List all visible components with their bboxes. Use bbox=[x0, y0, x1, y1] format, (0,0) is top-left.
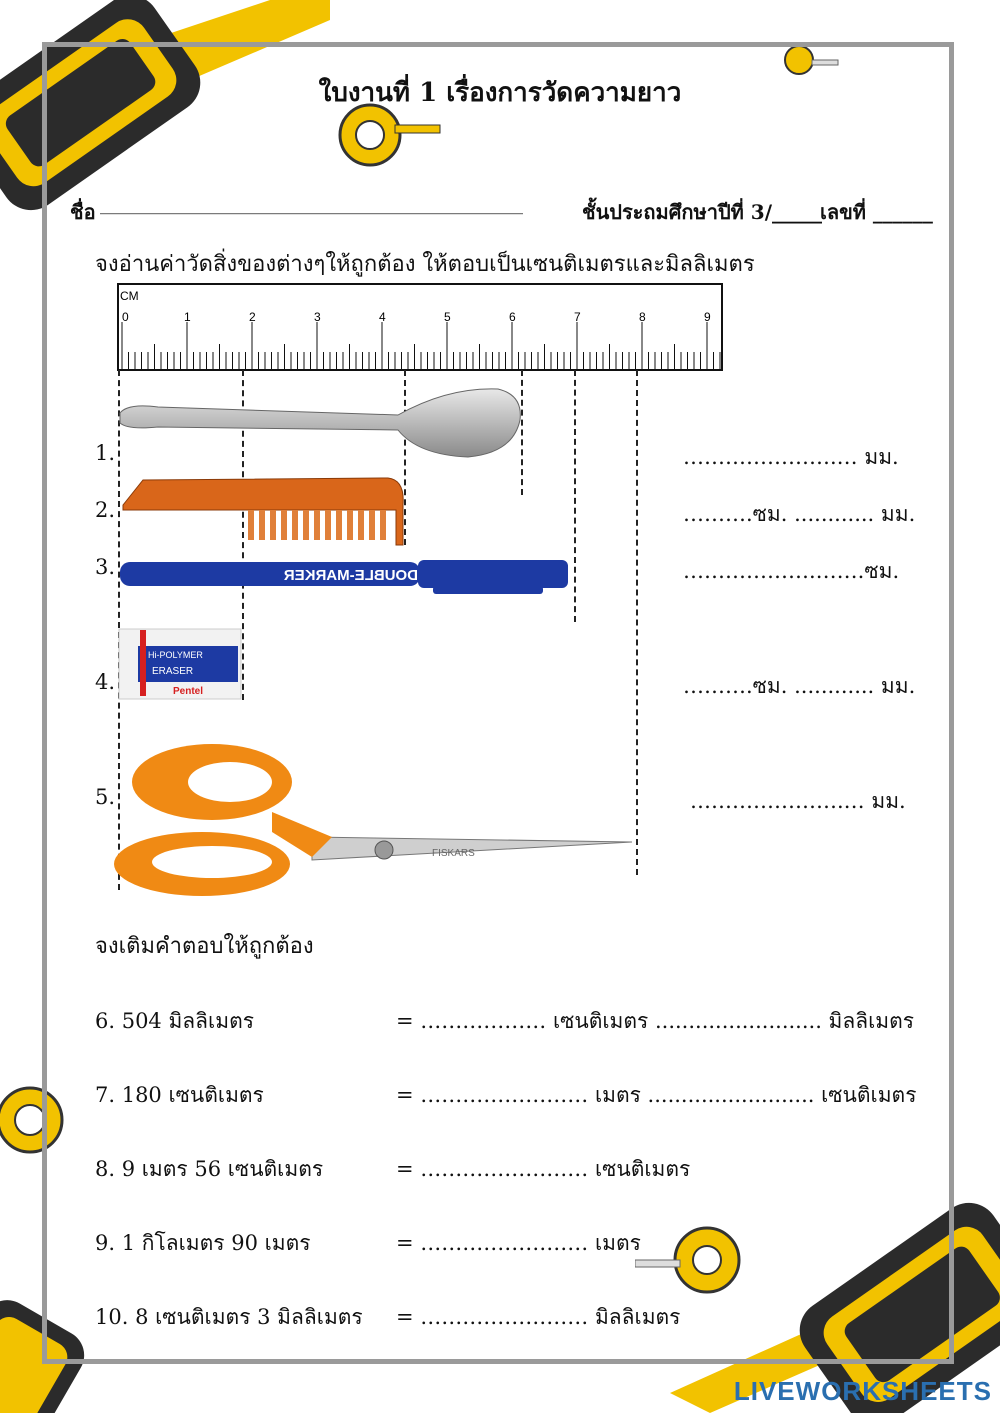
answer-field-9[interactable]: = …………………… เมตร bbox=[396, 1231, 641, 1255]
item-number-3: 3. bbox=[95, 555, 116, 579]
tape-measure-icon-bottom bbox=[635, 1226, 741, 1294]
number-field[interactable]: เลขที่ ______ bbox=[820, 200, 933, 224]
tape-measure-bottom-right-decoration bbox=[670, 1202, 1000, 1413]
comb-tooth bbox=[358, 510, 364, 540]
page-frame bbox=[42, 42, 954, 1364]
marker-label: DOUBLE-MARKER bbox=[284, 567, 418, 584]
spoon-image bbox=[119, 388, 521, 458]
comb-tooth bbox=[248, 510, 254, 540]
answer-field-6[interactable]: = ……………… เซนติเมตร .....................… bbox=[396, 1009, 915, 1033]
ruler-label-8: 8 bbox=[639, 310, 646, 324]
question-6: 6. 504 มิลลิเมตร bbox=[95, 1009, 254, 1033]
comb-tooth bbox=[259, 510, 265, 540]
ruler-label-1: 1 bbox=[184, 310, 191, 324]
ruler-label-3: 3 bbox=[314, 310, 321, 324]
ruler-label-0: 0 bbox=[122, 310, 129, 324]
scissors-brand: FISKARS bbox=[432, 848, 475, 859]
comb-tooth bbox=[336, 510, 342, 540]
guide-line-spoon-comb-eraser bbox=[242, 370, 244, 700]
ruler-label-5: 5 bbox=[444, 310, 451, 324]
name-field[interactable]: ________________________________________… bbox=[100, 194, 523, 215]
answer-field-2[interactable]: ……….ซม. ............ มม. bbox=[683, 502, 916, 526]
comb-tooth bbox=[314, 510, 320, 540]
ruler-unit-label: CM bbox=[120, 289, 139, 303]
ruler: CM 0 1 2 3 4 5 6 7 8 9 bbox=[117, 283, 723, 371]
eraser-image: Hi-POLYMER ERASER Pentel bbox=[118, 628, 242, 700]
ruler-label-9: 9 bbox=[704, 310, 711, 324]
name-label: ชื่อ bbox=[70, 200, 96, 224]
answer-field-4[interactable]: ……….ซม. ............ มม. bbox=[683, 674, 916, 698]
ruler-label-7: 7 bbox=[574, 310, 581, 324]
section2-instruction: จงเติมคำตอบให้ถูกต้อง bbox=[95, 934, 314, 959]
marker-image: DOUBLE-MARKER bbox=[120, 560, 568, 594]
comb-tooth bbox=[380, 510, 386, 540]
guide-line-comb bbox=[404, 370, 406, 545]
liveworksheets-logo: LIVEWORKSHEETS bbox=[733, 1376, 992, 1406]
tape-measure-bottom-left-decoration bbox=[0, 1300, 85, 1413]
guide-line-marker bbox=[574, 370, 576, 622]
comb-tooth bbox=[369, 510, 375, 540]
answer-field-3[interactable]: ……………….…….ซม. bbox=[683, 559, 900, 583]
question-10: 10. 8 เซนติเมตร 3 มิลลิเมตร bbox=[95, 1305, 363, 1329]
question-8: 8. 9 เมตร 56 เซนติเมตร bbox=[95, 1157, 324, 1181]
comb-tooth bbox=[292, 510, 298, 540]
question-9: 9. 1 กิโลเมตร 90 เมตร bbox=[95, 1231, 311, 1255]
comb-tooth bbox=[303, 510, 309, 540]
guide-line-scissors bbox=[636, 370, 638, 875]
answer-field-7[interactable]: = …………………… เมตร ........................… bbox=[396, 1083, 917, 1107]
comb-tooth bbox=[347, 510, 353, 540]
comb-tooth bbox=[325, 510, 331, 540]
answer-field-1[interactable]: ………………….… มม. bbox=[683, 445, 899, 469]
comb-image bbox=[122, 477, 404, 546]
class-field[interactable]: ชั้นประถมศึกษาปีที่ 3/_____ bbox=[582, 200, 822, 224]
ruler-label-4: 4 bbox=[379, 310, 386, 324]
item-number-2: 2. bbox=[95, 498, 116, 522]
guide-line-spoon bbox=[521, 370, 523, 495]
section1-instruction: จงอ่านค่าวัดสิ่งของต่างๆให้ถูกต้อง ให้ตอ… bbox=[95, 252, 755, 277]
comb-tooth bbox=[270, 510, 276, 540]
eraser-label: ERASER bbox=[152, 666, 193, 677]
eraser-brand: Hi-POLYMER bbox=[148, 650, 203, 660]
answer-field-5[interactable]: ………………….… มม. bbox=[690, 789, 906, 813]
ruler-label-2: 2 bbox=[249, 310, 256, 324]
item-number-4: 4. bbox=[95, 670, 116, 694]
tape-measure-icon bbox=[338, 103, 441, 167]
item-number-5: 5. bbox=[95, 785, 116, 809]
scissors-image: FISKARS bbox=[114, 744, 633, 896]
answer-field-10[interactable]: = …………………… มิลลิเมตร bbox=[396, 1305, 681, 1329]
answer-field-8[interactable]: = …………………… เซนติเมตร bbox=[396, 1157, 691, 1181]
ruler-label-6: 6 bbox=[509, 310, 516, 324]
question-7: 7. 180 เซนติเมตร bbox=[95, 1083, 264, 1107]
eraser-maker: Pentel bbox=[173, 686, 203, 697]
tape-measure-small-icon bbox=[784, 45, 839, 75]
item-number-1: 1. bbox=[95, 441, 116, 465]
page-title: ใบงานที่ 1 เรื่องการวัดความยาว bbox=[318, 78, 682, 108]
comb-tooth bbox=[281, 510, 287, 540]
